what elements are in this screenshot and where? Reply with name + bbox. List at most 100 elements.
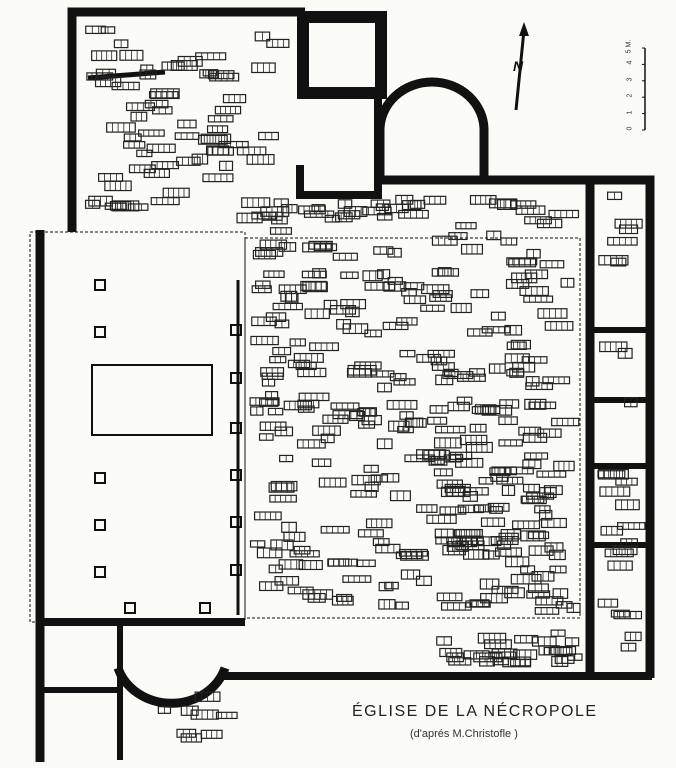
tomb xyxy=(387,247,402,258)
tomb xyxy=(463,487,489,496)
tomb xyxy=(489,467,511,476)
tomb xyxy=(401,200,422,211)
tomb xyxy=(296,439,326,449)
tomb xyxy=(494,547,523,557)
tomb xyxy=(332,252,358,261)
tomb xyxy=(610,257,627,267)
scale-tick-label: 4 xyxy=(626,60,634,65)
tomb xyxy=(200,729,223,739)
tomb xyxy=(459,535,484,546)
tomb xyxy=(404,417,424,428)
tomb xyxy=(597,470,626,479)
tomb xyxy=(261,372,284,380)
tomb xyxy=(274,575,300,586)
tomb xyxy=(329,305,357,315)
tomb xyxy=(251,285,272,294)
tomb xyxy=(598,255,629,266)
tomb xyxy=(396,317,418,326)
tomb xyxy=(308,240,333,250)
tomb xyxy=(427,416,448,425)
tomb xyxy=(426,514,457,524)
tomb xyxy=(340,271,359,280)
tomb xyxy=(511,272,538,284)
tomb xyxy=(274,319,290,329)
tomb xyxy=(251,211,277,220)
wall-north-annex xyxy=(67,7,305,232)
tomb xyxy=(95,68,117,78)
tomb xyxy=(560,277,575,288)
tomb xyxy=(272,302,303,311)
tomb xyxy=(138,129,165,137)
tomb xyxy=(278,242,297,252)
tomb xyxy=(177,119,197,129)
tomb xyxy=(377,269,391,280)
tomb xyxy=(614,218,643,229)
tomb xyxy=(278,284,307,295)
tomb xyxy=(549,565,567,574)
plan-title: ÉGLISE DE LA NÉCROPOLE xyxy=(352,703,598,720)
tomb xyxy=(281,521,297,533)
tomb xyxy=(300,280,327,291)
tomb xyxy=(222,93,247,104)
tomb xyxy=(376,438,393,450)
tomb xyxy=(252,249,277,260)
tomb xyxy=(416,353,442,363)
tomb xyxy=(309,342,339,352)
tomb xyxy=(433,437,462,449)
tomb xyxy=(307,592,326,603)
tomb xyxy=(304,308,330,320)
tomb xyxy=(415,575,432,586)
tomb xyxy=(433,468,453,477)
tomb xyxy=(500,237,518,246)
tomb xyxy=(398,209,429,219)
tomb xyxy=(157,706,172,714)
tomb xyxy=(272,346,292,356)
central-structure xyxy=(91,364,213,436)
tomb xyxy=(519,286,549,297)
tomb xyxy=(362,206,392,216)
tomb xyxy=(526,590,551,599)
tomb xyxy=(287,359,311,369)
tombs xyxy=(84,25,646,743)
tomb xyxy=(524,398,547,410)
tomb xyxy=(324,214,340,223)
tomb xyxy=(266,38,290,48)
tomb xyxy=(209,72,240,82)
tomb xyxy=(218,160,234,172)
tomb xyxy=(398,548,428,557)
plan-subtitle: (d'aprés M.Christofle ) xyxy=(410,728,518,740)
tomb xyxy=(509,658,532,667)
tomb xyxy=(600,525,624,536)
tomb xyxy=(509,367,525,378)
tomb xyxy=(436,592,463,602)
tomb xyxy=(508,258,537,268)
tomb xyxy=(612,545,638,556)
pillar xyxy=(230,564,242,576)
scale-tick-label: 5 M. xyxy=(625,39,633,54)
tomb xyxy=(298,205,326,215)
tomb xyxy=(251,316,277,327)
tomb xyxy=(363,464,379,473)
tomb xyxy=(269,227,293,235)
pillar xyxy=(94,566,106,578)
tomb xyxy=(550,629,566,637)
tomb xyxy=(457,504,485,514)
tomb xyxy=(610,609,630,618)
tomb xyxy=(236,212,263,224)
tomb xyxy=(469,194,497,205)
tomb xyxy=(139,69,157,80)
tomb xyxy=(378,599,396,610)
tomb xyxy=(261,378,276,387)
tomb xyxy=(301,270,327,279)
tomb xyxy=(543,485,563,496)
tomb xyxy=(542,376,571,385)
tomb xyxy=(283,400,313,411)
tomb xyxy=(489,505,503,514)
tomb xyxy=(448,453,464,462)
scale-bar xyxy=(642,47,646,131)
tomb xyxy=(146,143,176,154)
tomb xyxy=(84,199,101,209)
tomb xyxy=(555,601,573,609)
scale-tick-label: 2 xyxy=(626,93,634,98)
tomb xyxy=(250,335,279,346)
